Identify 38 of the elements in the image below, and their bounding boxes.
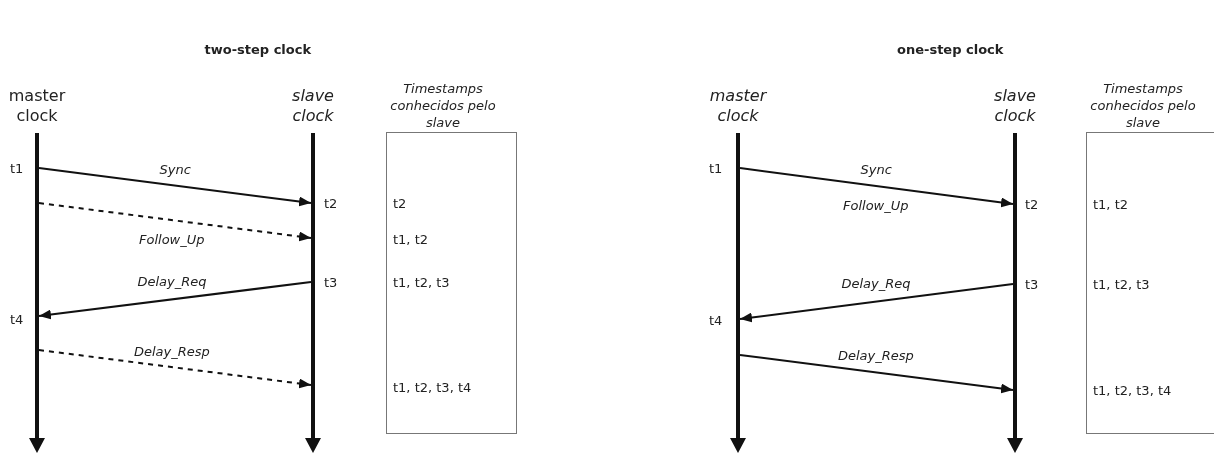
timestamp-list-text: t2 bbox=[393, 196, 407, 212]
message-arrow bbox=[38, 349, 312, 389]
timestamp-list-text: t1, t2, t3 bbox=[1093, 277, 1150, 293]
timestamp-label: t1 bbox=[709, 161, 723, 177]
panel-heading: Timestamps conhecidos pelo slave bbox=[1089, 80, 1197, 131]
message-arrow bbox=[739, 167, 1014, 208]
timestamp-label: t3 bbox=[1025, 277, 1039, 293]
timestamp-list-text: t1, t2 bbox=[393, 232, 428, 248]
timestamp-list-text: t1, t2 bbox=[1093, 197, 1128, 213]
lifeline-label: slave clock bbox=[291, 86, 335, 126]
timestamp-label: t4 bbox=[709, 313, 723, 329]
timestamp-label: t4 bbox=[10, 312, 24, 328]
timestamp-label: t1 bbox=[10, 161, 24, 177]
timestamp-label: t2 bbox=[1025, 197, 1039, 213]
lifeline-label: master clock bbox=[708, 86, 768, 126]
panel-title: two-step clock bbox=[204, 42, 312, 58]
message-label: Sync bbox=[157, 162, 193, 178]
lifeline-label: master clock bbox=[7, 86, 67, 126]
timestamp-label: t2 bbox=[324, 196, 338, 212]
message-label: Delay_Resp bbox=[836, 348, 916, 364]
message-arrow bbox=[739, 354, 1014, 394]
message-label: Delay_Req bbox=[135, 274, 209, 290]
message-arrow bbox=[739, 283, 1014, 323]
timestamp-list-text: t1, t2, t3, t4 bbox=[1093, 383, 1172, 399]
timestamp-label: t3 bbox=[324, 275, 338, 291]
message-label: Delay_Req bbox=[839, 276, 913, 292]
message-label: Follow_Up bbox=[137, 232, 207, 248]
message-arrow bbox=[38, 167, 312, 207]
panel-heading: Timestamps conhecidos pelo slave bbox=[389, 80, 497, 131]
panel-title: one-step clock bbox=[897, 42, 1004, 58]
timestamp-list-text: t1, t2, t3, t4 bbox=[393, 380, 472, 396]
message-arrow bbox=[38, 281, 312, 320]
timestamp-list-text: t1, t2, t3 bbox=[393, 275, 450, 291]
message-label: Sync bbox=[858, 162, 894, 178]
message-label: Follow_Up bbox=[843, 198, 909, 214]
message-label: Delay_Resp bbox=[132, 344, 212, 360]
lifeline-label: slave clock bbox=[993, 86, 1037, 126]
message-arrow bbox=[38, 202, 312, 242]
